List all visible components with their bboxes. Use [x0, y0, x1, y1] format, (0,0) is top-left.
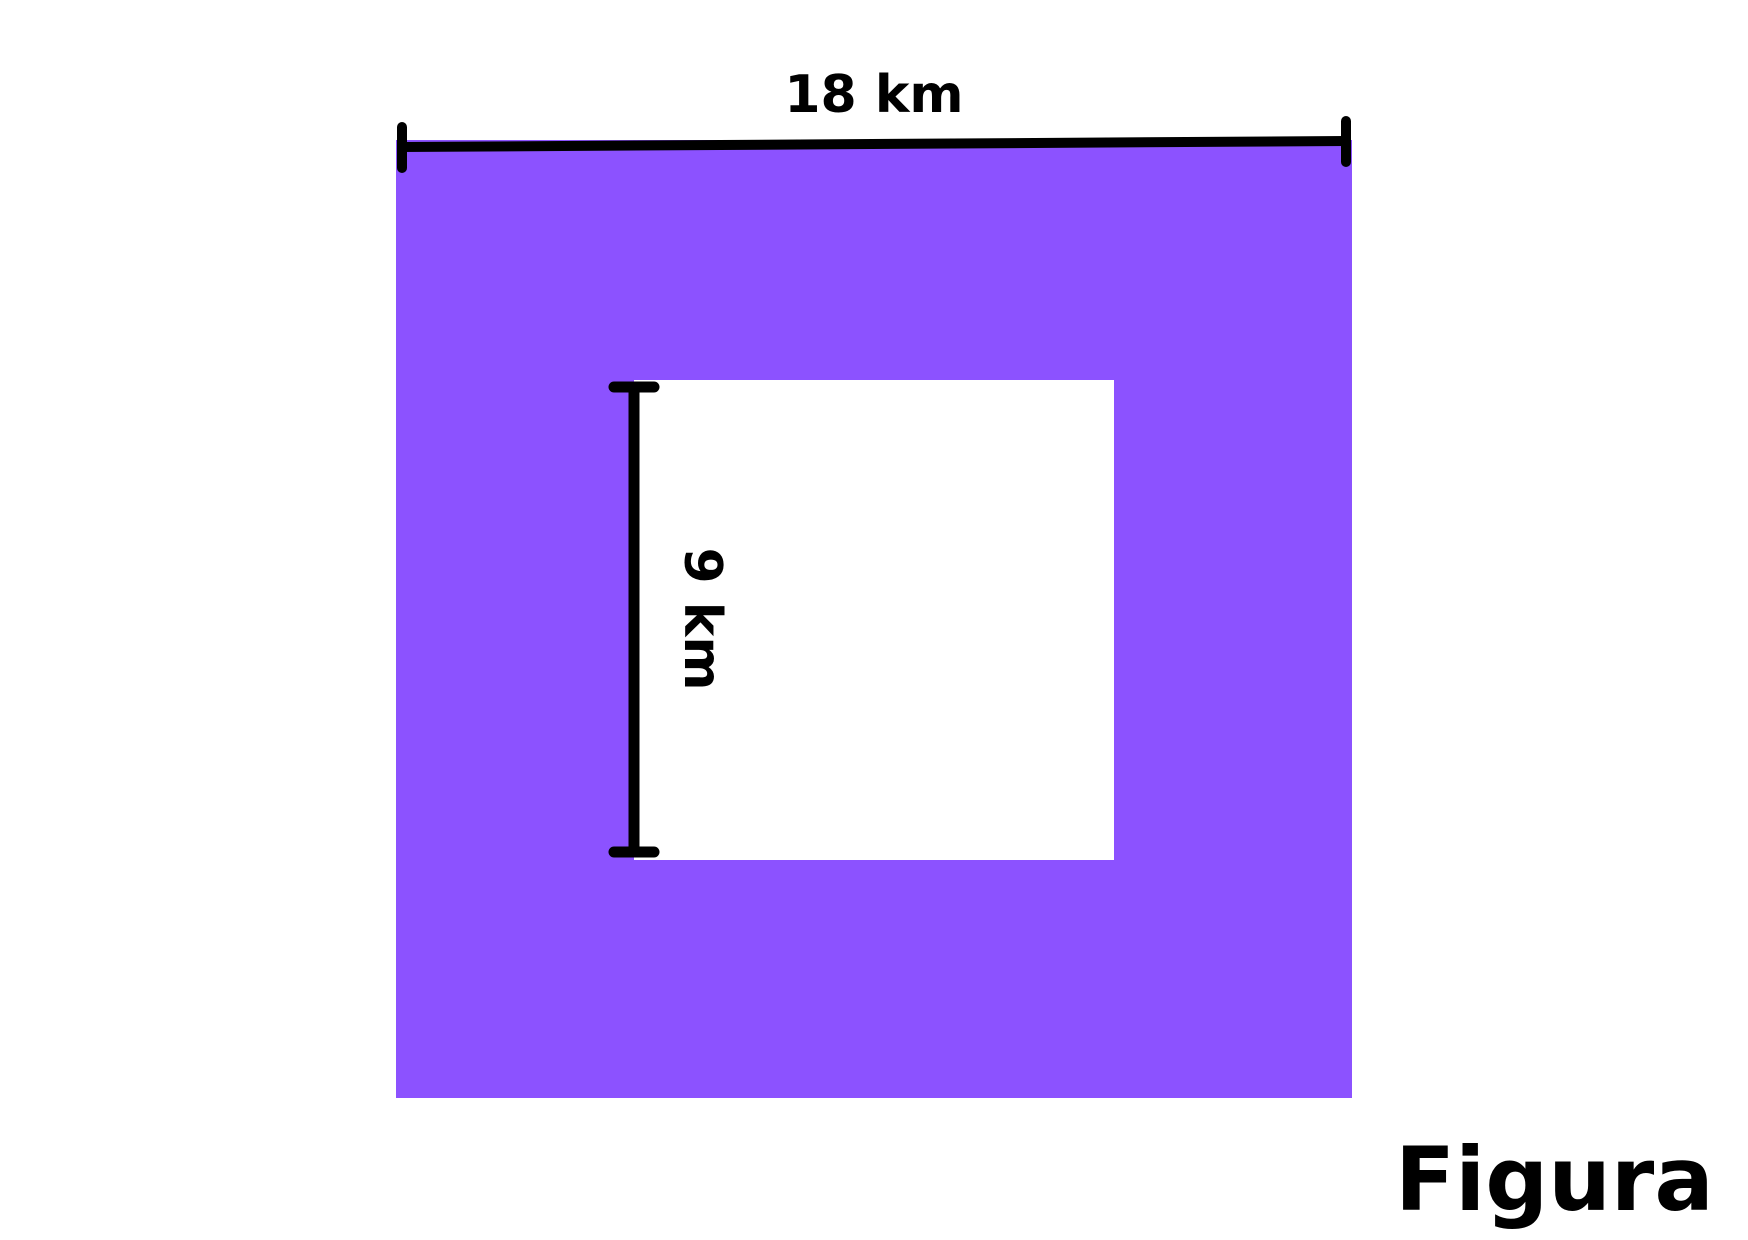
inner-square [634, 380, 1114, 860]
outer-dimension-label: 18 km [784, 65, 963, 125]
inner-dimension-label: 9 km [672, 547, 732, 690]
inner-dimension-line [608, 381, 660, 858]
outer-dimension-line [397, 116, 1351, 173]
figure-caption: Figura 2 [1395, 1128, 1748, 1231]
